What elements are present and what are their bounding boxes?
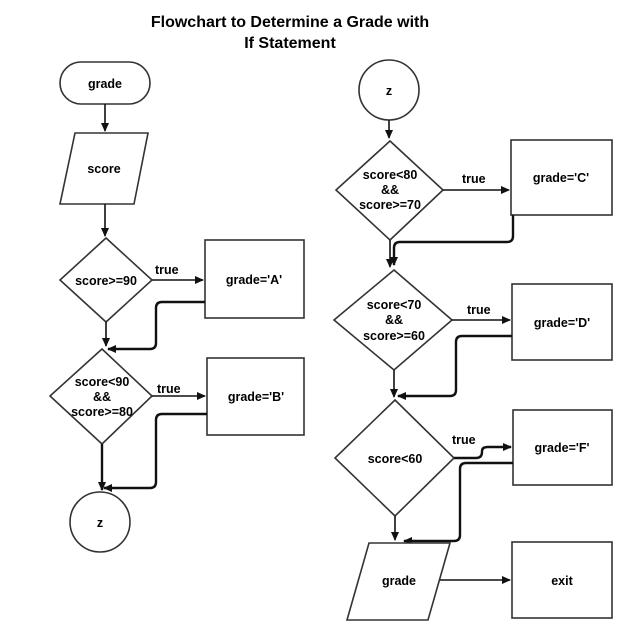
decision-70-line1: score<80 xyxy=(363,168,418,182)
decision-70-line3: score>=70 xyxy=(359,198,421,212)
diagram-title: Flowchart to Determine a Grade with If S… xyxy=(100,12,480,54)
edge-label-true-a: true xyxy=(155,263,179,277)
edge-label-true-f: true xyxy=(452,433,476,447)
decision-80-line2: && xyxy=(93,390,111,404)
edge-label-true-d: true xyxy=(467,303,491,317)
title-line-2: If Statement xyxy=(244,35,336,52)
process-grade-c: grade='C' xyxy=(510,139,613,216)
connector-z-left-label: z xyxy=(97,516,103,530)
decision-80-line1: score<90 xyxy=(75,375,130,389)
connector-z-right-label: z xyxy=(386,84,392,98)
decision-70-line2: && xyxy=(381,183,399,197)
output-grade: grade xyxy=(345,542,452,621)
process-grade-a-label: grade='A' xyxy=(226,273,282,287)
decision-below-60-label: score<60 xyxy=(368,452,423,466)
decision-60-line1: score<70 xyxy=(367,298,422,312)
process-exit-label: exit xyxy=(551,574,573,588)
process-grade-c-label: grade='C' xyxy=(533,171,589,185)
input-score: score xyxy=(59,132,149,205)
process-grade-f-label: grade='F' xyxy=(535,441,590,455)
decision-score-lt-60: score<60 xyxy=(333,398,456,518)
decision-score-80-to-90: score<90 && score>=80 xyxy=(48,347,154,446)
start-terminal-label: grade xyxy=(88,77,122,91)
title-line-1: Flowchart to Determine a Grade with xyxy=(150,14,430,31)
edge-grade-a-to-merge xyxy=(107,300,205,353)
decision-60-line2: && xyxy=(385,313,403,327)
input-score-label: score xyxy=(87,162,120,176)
connector-z-right: z xyxy=(358,59,420,121)
process-grade-d: grade='D' xyxy=(511,283,613,361)
process-grade-d-label: grade='D' xyxy=(534,316,590,330)
edge-label-true-c: true xyxy=(462,172,486,186)
decision-score-70-to-80: score<80 && score>=70 xyxy=(334,139,445,242)
process-grade-a: grade='A' xyxy=(204,239,305,319)
decision-score-gte-90: score>=90 xyxy=(58,236,154,324)
edge-label-true-b: true xyxy=(157,382,181,396)
process-grade-f: grade='F' xyxy=(512,409,613,486)
output-grade-label: grade xyxy=(382,574,416,588)
decision-80-line3: score>=80 xyxy=(71,405,133,419)
process-exit: exit xyxy=(511,541,613,619)
process-grade-b: grade='B' xyxy=(206,357,305,436)
edge-grade-c-to-merge xyxy=(390,215,515,266)
edge-grade-b-to-merge xyxy=(103,412,207,492)
edge-grade-f-to-merge xyxy=(403,461,513,545)
process-grade-b-label: grade='B' xyxy=(228,390,284,404)
edge-grade-d-to-merge xyxy=(397,334,512,400)
decision-score-gte-90-label: score>=90 xyxy=(75,274,137,288)
edge-dec-below60-true-to-grade-f xyxy=(454,443,512,460)
connector-z-left: z xyxy=(69,491,131,553)
decision-score-60-to-70: score<70 && score>=60 xyxy=(332,268,454,372)
decision-60-line3: score>=60 xyxy=(363,329,425,343)
start-terminal-grade: grade xyxy=(59,61,151,105)
